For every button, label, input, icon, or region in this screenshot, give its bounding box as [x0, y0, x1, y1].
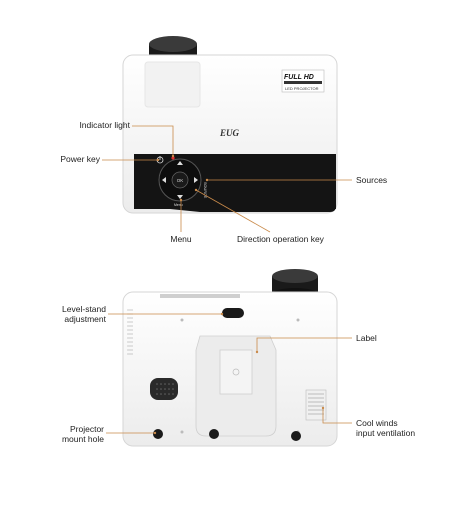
callout-mount-hole-line1: Projector: [69, 424, 104, 434]
arrow-down-icon: [177, 195, 183, 199]
callout-level-stand-line1: Level-stand: [62, 304, 106, 314]
speaker-grille: [150, 378, 178, 400]
callout-power-key: Power key: [60, 154, 100, 164]
indicator-light-icon: [171, 156, 175, 160]
callout-sources: Sources: [356, 175, 388, 185]
callout-mount-hole-line2: mount hole: [61, 434, 104, 444]
level-stand-foot: [222, 308, 244, 318]
callout-level-stand-line2: adjustment: [64, 314, 106, 324]
callout-cool-winds-line2: input ventilation: [356, 428, 416, 438]
callout-direction-key: Direction operation key: [237, 234, 324, 244]
callout-indicator-light: Indicator light: [79, 120, 130, 130]
badge-line1: FULL HD: [284, 74, 314, 81]
bottom-projector: [106, 269, 352, 447]
mount-hole-foot: [153, 429, 163, 439]
top-callout-lines: [102, 125, 352, 233]
top-projector: FULL HD LED PROJECTOR EUG OK SOURCE Menu: [102, 36, 352, 233]
callout-level-stand: Level-stand adjustment: [20, 304, 106, 324]
arrow-up-icon: [177, 161, 183, 165]
ok-button-label: OK: [177, 178, 184, 183]
callout-menu: Menu: [170, 234, 192, 244]
brand-logo: EUG: [219, 128, 240, 138]
callout-mount-hole: Projector mount hole: [20, 424, 104, 444]
source-panel-label: SOURCE: [203, 182, 207, 199]
arrow-left-icon: [162, 177, 166, 183]
callout-label: Label: [356, 333, 377, 343]
arrow-right-icon: [194, 177, 198, 183]
badge-line2: LED PROJECTOR: [285, 86, 319, 91]
left-vent: [127, 309, 133, 355]
menu-panel-label: Menu: [174, 203, 183, 207]
callout-cool-winds-line1: Cool winds: [356, 418, 398, 428]
label-area: [219, 349, 253, 395]
full-hd-badge: FULL HD LED PROJECTOR: [281, 69, 325, 93]
callout-cool-winds: Cool winds input ventilation: [356, 418, 415, 438]
cool-winds-vent: [305, 389, 327, 421]
bottom-callout-lines: [106, 313, 352, 434]
